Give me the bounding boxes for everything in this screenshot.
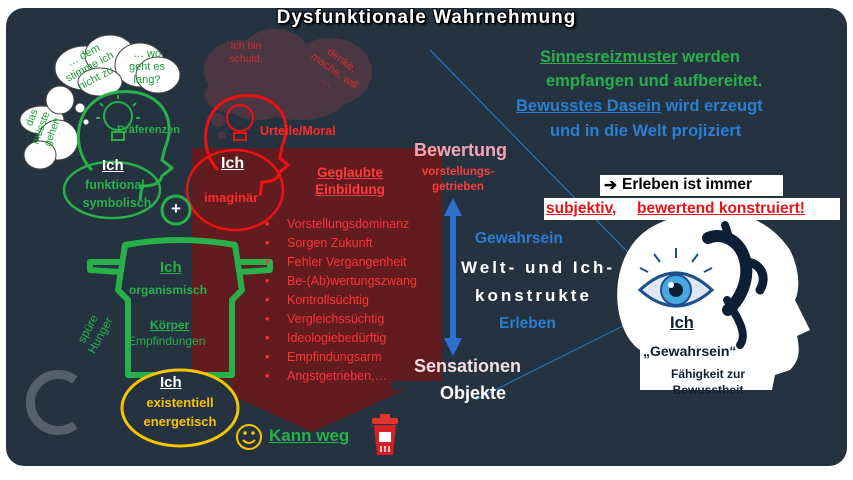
belief-list: VorstellungsdominanzSorgen ZukunftFehler… [265,215,417,386]
eye-head-figure [617,210,810,390]
erleben-label: Erleben [499,315,556,332]
body-label: Körper [150,318,190,332]
projection-line-upper [429,49,656,281]
plus-circle [160,194,192,226]
existential-ich-label: Ich [160,374,182,391]
callout-bewertend: bewertend konstruiert! [637,200,805,217]
sensations-label: Empfindungen [128,334,206,348]
belief-heading: Geglaubte Einbildung [315,165,385,197]
objekte-label: Objekte [440,383,507,403]
page-title: Dysfunktionale Wahrnehmung [276,7,577,28]
gewahrsein-label: Gewahrsein [475,230,563,247]
plus-sign: + [171,199,181,218]
imaginary-ellipse [185,148,285,232]
smiley-icon [236,424,262,450]
right-line-2: empfangen und aufbereitet. [546,72,763,90]
cloud-text-wo: … wo geht es lang? [128,48,166,86]
functional-head-outline [76,90,175,201]
organism-ich-label: Ich [160,259,182,276]
footer-place: Berlin 2024 [779,465,825,475]
right-line-3: Bewusstes Dasein wird erzeugt [516,97,763,116]
preferences-label: Präferenzen [117,124,180,136]
functional-sub-label: funktional-symbolisch [82,178,152,210]
kann-weg-label: Kann weg [269,426,350,445]
eye-gewahrsein-label: „Gewahrsein“ [643,343,737,359]
eye-ich-label: Ich [670,314,694,332]
right-line-4: und in die Welt projiziert [550,122,742,140]
callout-text-1: Erleben ist immer [622,176,753,193]
konstrukte-label: konstrukte [475,286,592,305]
wird-text: wird erzeugt [660,97,763,115]
cloud-text-schuld: Ich bin schuld, [229,40,263,65]
right-line-1: Sinnesreizmuster werden [540,48,740,67]
callout-arrow: ➔ [604,177,617,194]
double-arrow [444,198,462,356]
callout-subjektiv: subjektiv, [546,200,617,217]
imaginary-ich-label: Ich [221,155,245,172]
organism-sub-label: organismisch [129,283,208,297]
belief-item: Vergleichssüchtig [265,310,417,329]
dark-thought-cloud [204,29,372,139]
werden-text: werden [677,48,740,66]
belief-item: Empfindungsarm [265,348,417,367]
bewertung-label: Bewertung [414,140,508,160]
vorstellungs-label: vorstellungs-getrieben [421,166,495,193]
judgement-label: Urteile/Moral [260,124,336,138]
callout-line-2: subjektiv, bewertend konstruiert! [544,198,840,220]
existential-circle [120,368,240,448]
callout-line-1: ➔ Erleben ist immer [600,175,783,196]
imaginary-sub-label: imaginär [204,190,259,205]
belief-item: Fehler Vergangenheit [265,253,417,272]
eye-faehigkeit-label: Fähigkeit zur Bewusstheit [670,367,745,397]
trash-can-icon [372,414,398,455]
imaginary-head-outline [204,94,291,197]
decor-arc [25,370,78,435]
welt-label: Welt- und Ich- [461,258,616,277]
belief-item: Sorgen Zukunft [265,234,417,253]
bewusstes-text: Bewusstes Dasein [516,97,661,115]
white-thought-cloud [19,34,181,170]
sinnes-text: Sinnesreizmuster [540,48,678,66]
belief-item: Kontrollsüchtig [265,291,417,310]
footer-author: ©Matthias Hauer [14,465,82,475]
functional-ich-label: Ich [102,157,124,174]
lightbulb-red-icon [226,104,254,141]
belief-item: Be-(Ab)wertungszwang [265,272,417,291]
existential-sub-label: existentiell energetisch [143,395,217,429]
belief-item: Ideologiebedürftig [265,329,417,348]
lightbulb-icon [96,95,140,141]
functional-ellipse [62,160,162,220]
sensationen-label: Sensationen [414,356,522,376]
belief-item: Angstgetrieben,… [265,367,417,386]
belief-item: Vorstellungsdominanz [265,215,417,234]
